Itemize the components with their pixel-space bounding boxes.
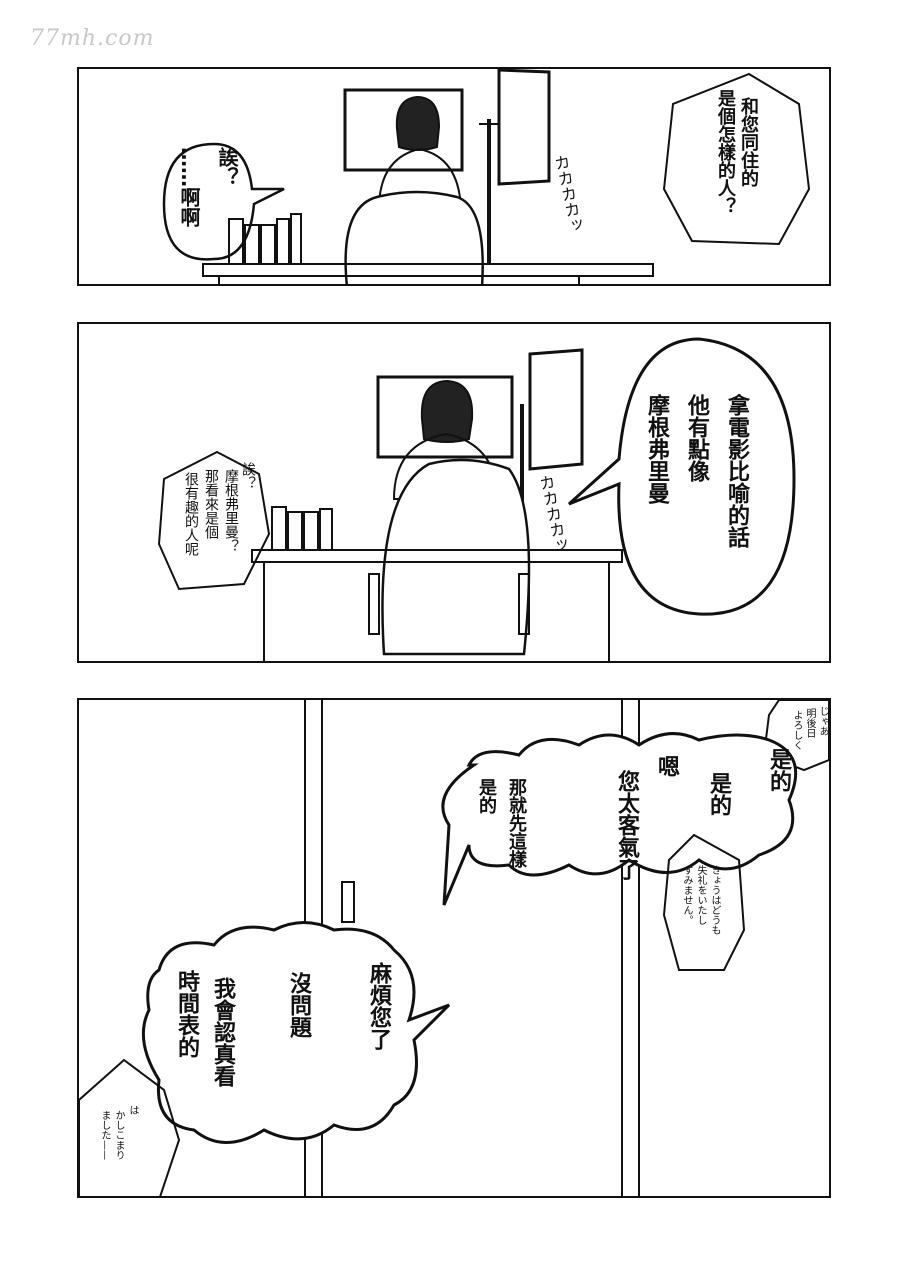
bubble-right-line-2: 他有點像 bbox=[684, 394, 709, 482]
cloud-bubble-left bbox=[141, 921, 451, 1144]
office-door-scene-art bbox=[79, 700, 829, 1196]
cloud-left-line-3: 我會認真看 bbox=[210, 977, 235, 1087]
cloud-right-line-4: 您太客氣了 bbox=[614, 770, 639, 880]
cloud-right-line-1: 是的 bbox=[766, 748, 791, 792]
cloud-bubble-right bbox=[441, 732, 798, 906]
watermark: 77mh.com bbox=[30, 26, 155, 51]
speech-bubble-left bbox=[162, 142, 285, 261]
door-handle bbox=[341, 881, 355, 923]
bubble-left-line-4: 很有趣的人呢 bbox=[183, 472, 199, 556]
cloud-right-line-5: 那就先這樣 bbox=[506, 778, 527, 868]
cloud-right-line-3: 嗯 bbox=[654, 755, 679, 777]
note-heptagon-middle bbox=[662, 833, 746, 971]
monitor bbox=[343, 88, 464, 172]
cloud-right-line-2: 是的 bbox=[706, 772, 731, 816]
cloud-left-line-2: 沒問題 bbox=[286, 972, 311, 1038]
panel-3: じゃあ 明後日 よろしく 是的 是的 嗯 您太客氣了 那就先這樣 是的 きょうは… bbox=[77, 698, 831, 1198]
note-heptagon-top bbox=[762, 700, 829, 772]
bubble-left-line-1: 誒？ bbox=[240, 462, 256, 490]
desk bbox=[202, 263, 654, 277]
desk bbox=[251, 549, 623, 563]
note-heptagon-bottom bbox=[79, 1058, 181, 1196]
vertical-monitor bbox=[497, 69, 551, 186]
monitor bbox=[376, 375, 514, 459]
note-bottom-line-2: かしこまり bbox=[113, 1110, 124, 1160]
note-middle-line-3: すみません。 bbox=[681, 865, 692, 925]
bubble-left-line-3: 那看來是個 bbox=[203, 469, 219, 539]
bubble-right-line-1: 和您同住的 bbox=[738, 97, 759, 187]
bubble-right-line-3: 摩根弗里曼 bbox=[644, 394, 669, 504]
heptagon-bubble-left bbox=[157, 450, 271, 591]
office-scene-art bbox=[157, 337, 796, 661]
note-middle-line-2: 失礼をいたし bbox=[695, 865, 706, 925]
note-bottom-line-3: ました—— bbox=[99, 1110, 110, 1160]
person-body bbox=[377, 147, 463, 210]
books bbox=[271, 506, 333, 551]
speech-bubble-right bbox=[567, 337, 796, 616]
note-top-line-3: よろしく bbox=[791, 710, 802, 750]
note-top-line-1: じゃあ bbox=[817, 706, 828, 736]
heptagon-bubble-right bbox=[662, 72, 811, 246]
person-head bbox=[395, 95, 441, 151]
bubble-right-line-2: 是個怎樣的人？ bbox=[715, 89, 736, 215]
person-head bbox=[420, 379, 474, 443]
cloud-left-line-4: 時間表的 bbox=[174, 970, 199, 1058]
cloud-left-line-1: 麻煩您了 bbox=[366, 962, 391, 1050]
note-middle-line-1: きょうはどうも bbox=[709, 865, 720, 935]
bubble-left-line-2: ……啊啊 bbox=[177, 147, 201, 227]
panel-1: 誒？ ……啊啊 カカカカッ 和您同住的 是個怎樣的人？ bbox=[77, 67, 831, 286]
note-top-line-2: 明後日 bbox=[804, 708, 815, 738]
note-bottom-line-1: は bbox=[127, 1105, 138, 1115]
office-chair bbox=[381, 458, 531, 656]
vertical-monitor bbox=[528, 348, 584, 471]
bubble-left-line-1: 誒？ bbox=[215, 147, 239, 187]
books bbox=[228, 213, 302, 265]
bubble-left-line-2: 摩根弗里曼？ bbox=[223, 469, 239, 553]
cloud-right-line-6: 是的 bbox=[476, 778, 497, 814]
office-chair bbox=[344, 190, 484, 284]
panel-2: 誒？ 摩根弗里曼？ 那看來是個 很有趣的人呢 カカカカッ 拿電影比喻的話 他有點… bbox=[77, 322, 831, 663]
bubble-right-line-1: 拿電影比喻的話 bbox=[724, 394, 749, 548]
office-scene-art bbox=[162, 69, 811, 284]
